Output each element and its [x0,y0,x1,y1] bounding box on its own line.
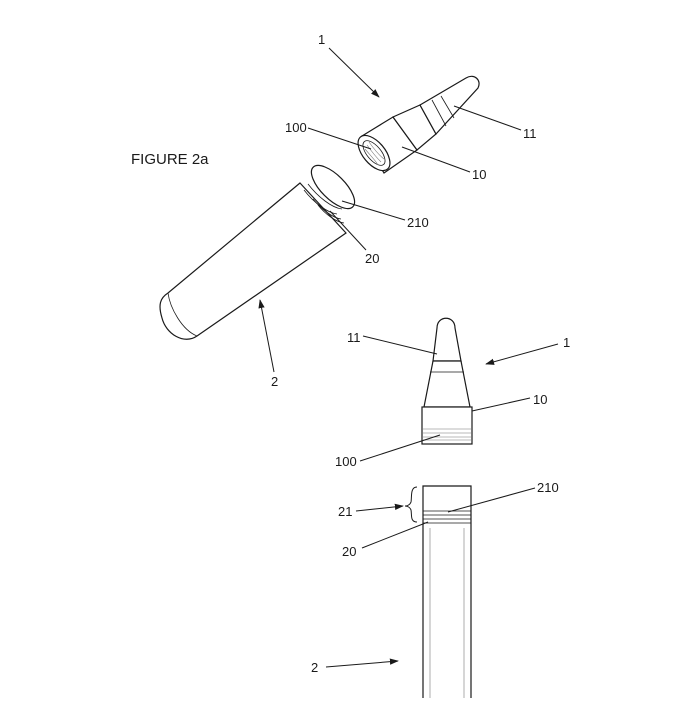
leader-1-upper [328,47,380,98]
leader-100-upper [307,127,372,150]
label-100-lower: 100 [335,454,357,469]
leader-210-lower [447,487,536,513]
label-20-upper: 20 [365,251,379,266]
side-view: 11 1 10 100 210 21 20 2 [311,317,570,698]
label-10-upper: 10 [472,167,486,182]
leader-21-lower [355,503,404,512]
label-21-lower: 21 [338,504,352,519]
side-cap [421,317,473,445]
leader-10-lower [471,397,531,412]
leader-10-upper [401,146,471,173]
label-10-lower: 10 [533,392,547,407]
label-1-upper: 1 [318,32,325,47]
label-210-lower: 210 [537,480,559,495]
leader-2-lower [325,658,399,668]
label-100-upper: 100 [285,120,307,135]
label-11-upper: 11 [523,126,537,141]
label-2-lower: 2 [311,660,318,675]
angled-view: 1 11 100 10 210 20 2 [159,32,537,389]
leader-20-upper [329,210,367,251]
label-20-lower: 20 [342,544,356,559]
leader-2-upper [258,299,275,373]
leader-100-lower [359,434,441,462]
leader-1-lower [485,343,559,365]
label-210-upper: 210 [407,215,429,230]
leader-11-lower [362,335,438,355]
label-2-upper: 2 [271,374,278,389]
leader-20-lower [361,521,429,549]
leader-210-upper [341,200,406,221]
brace-21 [404,486,418,523]
angled-cap [357,75,480,174]
label-1-lower: 1 [563,335,570,350]
leader-11-upper [453,105,522,131]
figure-title: FIGURE 2a [131,151,209,168]
angled-tube [159,164,356,340]
side-tube [422,485,472,698]
label-11-lower: 11 [347,330,361,345]
